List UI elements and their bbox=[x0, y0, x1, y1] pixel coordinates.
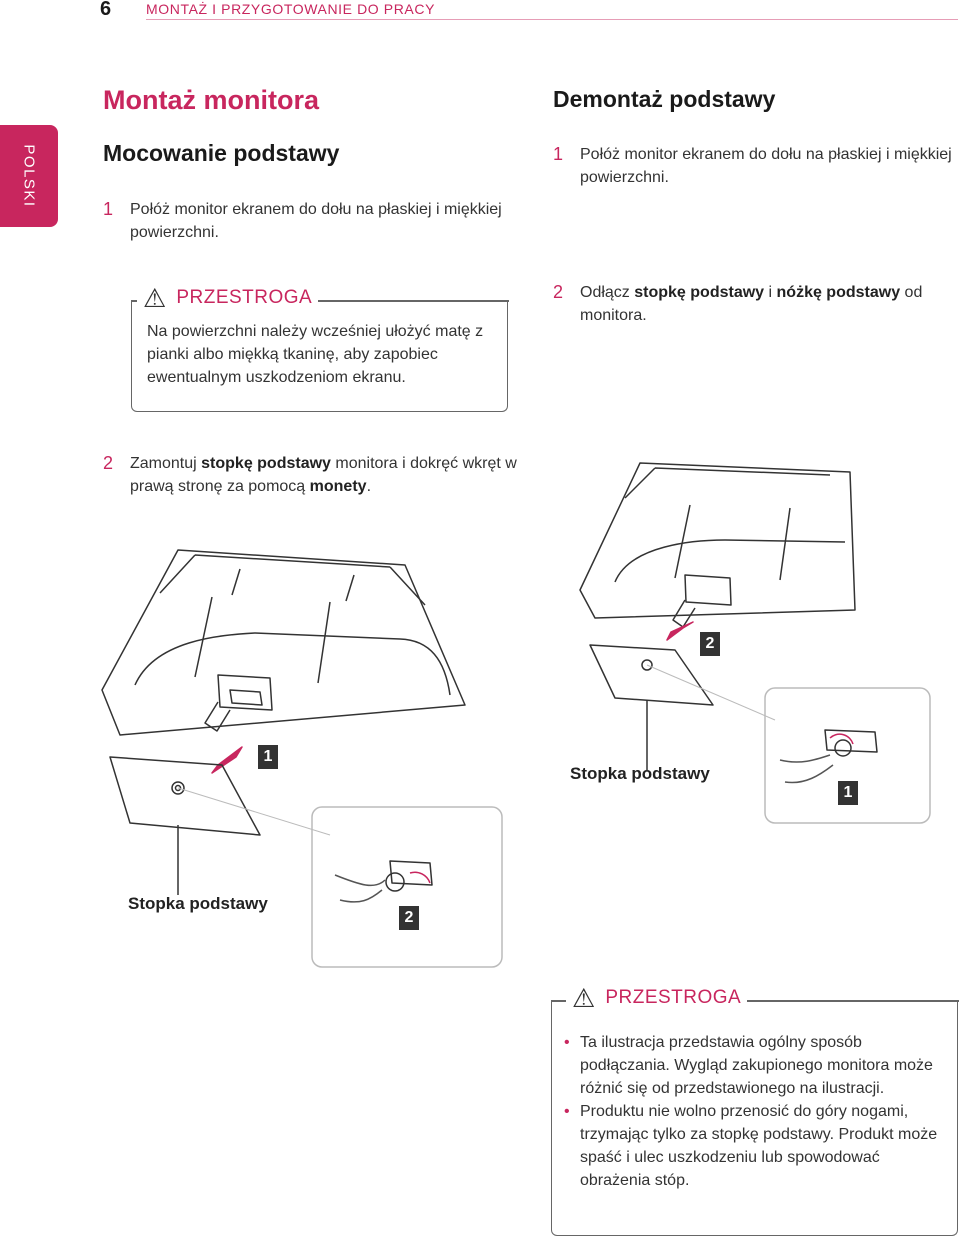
caution-label: PRZESTROGA bbox=[605, 987, 742, 1008]
caution-text: Na powierzchni należy wcześniej ułożyć m… bbox=[147, 323, 484, 386]
callout-number-1: 1 bbox=[258, 745, 278, 769]
dismounting-section-title: Demontaż podstawy bbox=[553, 86, 776, 112]
main-title: Montaż monitora bbox=[103, 85, 319, 115]
step-number: 1 bbox=[103, 199, 114, 219]
monitor-back-outline bbox=[579, 462, 856, 619]
step-text: Odłącz stopkę podstawy i nóżkę podstawy … bbox=[580, 284, 923, 324]
language-tab-label: POLSKI bbox=[20, 144, 38, 208]
callout-number-2: 2 bbox=[700, 632, 720, 656]
stand-base bbox=[589, 644, 714, 770]
callout-number-2: 2 bbox=[399, 906, 419, 930]
stand-neck bbox=[672, 574, 732, 628]
caution-item: Produktu nie wolno przenosić do góry nog… bbox=[552, 1100, 947, 1192]
bold-term: stopkę podstawy bbox=[634, 284, 765, 301]
stand-neck bbox=[204, 674, 273, 732]
warning-triangle-icon: ⚠ bbox=[143, 283, 167, 313]
mounting-illustration bbox=[101, 549, 503, 968]
caution-header: ⚠ PRZESTROGA bbox=[566, 983, 748, 1013]
step-number: 2 bbox=[103, 453, 114, 473]
coin-detail-callout bbox=[177, 787, 503, 968]
chapter-title: MONTAŻ I PRZYGOTOWANIE DO PRACY bbox=[146, 1, 436, 17]
dismounting-step-2: 2 Odłącz stopkę podstawy i nóżkę podstaw… bbox=[553, 281, 953, 327]
header-rule bbox=[146, 19, 958, 20]
mounting-section-title: Mocowanie podstawy bbox=[103, 140, 340, 166]
language-tab: POLSKI bbox=[0, 125, 58, 227]
caution-item: Ta ilustracja przedstawia ogólny sposób … bbox=[552, 1031, 947, 1100]
step-text: Połóż monitor ekranem do dołu na płaskie… bbox=[580, 146, 952, 186]
bold-term: nóżkę podstawy bbox=[776, 284, 901, 301]
step-text: Zamontuj stopkę podstawy monitora i dokr… bbox=[130, 455, 517, 495]
step-text: Połóż monitor ekranem do dołu na płaskie… bbox=[130, 201, 502, 241]
bold-term: stopkę podstawy bbox=[201, 455, 331, 472]
stand-base-label: Stopka podstawy bbox=[128, 894, 268, 913]
stand-base bbox=[109, 756, 261, 895]
step-number: 2 bbox=[553, 282, 564, 302]
stand-base-label: Stopka podstawy bbox=[570, 764, 710, 783]
caution-label: PRZESTROGA bbox=[176, 287, 313, 308]
caution-list: Ta ilustracja przedstawia ogólny sposób … bbox=[552, 1031, 947, 1192]
dismounting-step-1: 1 Połóż monitor ekranem do dołu na płask… bbox=[553, 143, 953, 189]
warning-triangle-icon: ⚠ bbox=[572, 983, 596, 1013]
page-number: 6 bbox=[100, 0, 112, 20]
arrow-icon-1 bbox=[211, 746, 243, 774]
arrow-icon-2 bbox=[666, 621, 694, 641]
dismounting-illustration bbox=[579, 462, 931, 824]
monitor-back-outline bbox=[101, 549, 466, 736]
caution-box-screen bbox=[131, 300, 509, 412]
bold-term: monety bbox=[309, 478, 367, 495]
mounting-step-2: 2 Zamontuj stopkę podstawy monitora i do… bbox=[103, 452, 523, 498]
step-number: 1 bbox=[553, 144, 564, 164]
coin-detail-callout bbox=[646, 664, 931, 824]
mounting-step-1: 1 Połóż monitor ekranem do dołu na płask… bbox=[103, 198, 503, 244]
caution-header: ⚠ PRZESTROGA bbox=[137, 283, 319, 313]
callout-number-1: 1 bbox=[838, 781, 858, 805]
